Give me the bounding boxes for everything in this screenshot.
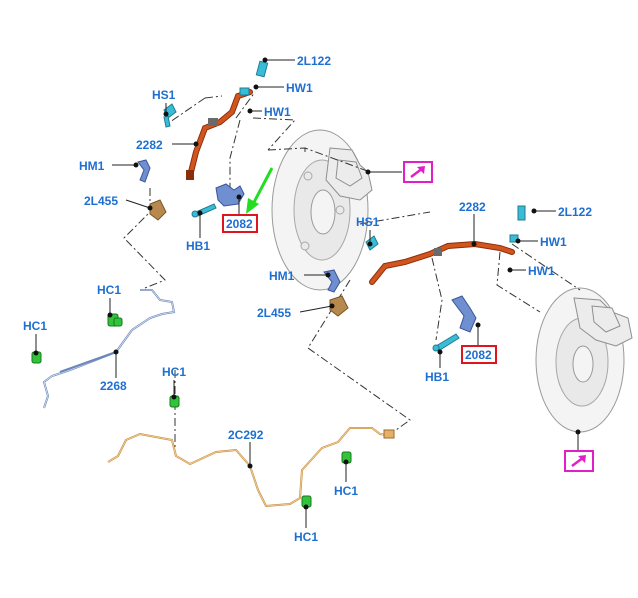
center-lines bbox=[123, 91, 581, 455]
label-2L122-front[interactable]: 2L122 bbox=[297, 54, 331, 68]
label-2082-rear[interactable]: 2082 bbox=[465, 348, 492, 362]
label-HW1-rear-lower[interactable]: HW1 bbox=[528, 264, 555, 278]
rear-link-button[interactable] bbox=[564, 450, 594, 472]
rear-brake-hose bbox=[369, 205, 526, 285]
label-2082-front[interactable]: 2082 bbox=[226, 217, 253, 231]
line-clips bbox=[31, 313, 352, 508]
label-HC1-1[interactable]: HC1 bbox=[97, 283, 121, 297]
part-2082-front-highlight[interactable] bbox=[222, 214, 258, 233]
label-2282-rear[interactable]: 2282 bbox=[459, 200, 486, 214]
label-HC1-2[interactable]: HC1 bbox=[23, 319, 47, 333]
label-2L455-front[interactable]: 2L455 bbox=[84, 194, 118, 208]
front-rotor-assembly bbox=[271, 129, 373, 291]
label-HS1-front[interactable]: HS1 bbox=[152, 88, 176, 102]
label-HW1-front-upper[interactable]: HW1 bbox=[286, 81, 313, 95]
label-HC1-3[interactable]: HC1 bbox=[162, 365, 186, 379]
callout-labels: 2L122 HW1 HW1 HS1 2282 HM1 2L455 2082 HB… bbox=[23, 54, 592, 544]
green-arrow-icon bbox=[246, 167, 274, 214]
label-2L455-rear[interactable]: 2L455 bbox=[257, 306, 291, 320]
label-HM1-front[interactable]: HM1 bbox=[79, 159, 105, 173]
label-2C292[interactable]: 2C292 bbox=[228, 428, 264, 442]
rear-hardware bbox=[323, 235, 477, 352]
leader-lines bbox=[33, 57, 581, 528]
label-2268[interactable]: 2268 bbox=[100, 379, 127, 393]
label-HB1-rear[interactable]: HB1 bbox=[425, 370, 449, 384]
rear-rotor-assembly bbox=[535, 287, 633, 433]
label-HC1-5[interactable]: HC1 bbox=[294, 530, 318, 544]
gold-line-2C292 bbox=[107, 427, 395, 508]
label-2L122-rear[interactable]: 2L122 bbox=[558, 205, 592, 219]
label-HM1-rear[interactable]: HM1 bbox=[269, 269, 295, 283]
label-HC1-4[interactable]: HC1 bbox=[334, 484, 358, 498]
front-brake-hose bbox=[186, 60, 269, 180]
front-link-button[interactable] bbox=[403, 161, 433, 183]
label-2282-front[interactable]: 2282 bbox=[136, 138, 163, 152]
label-HB1-front[interactable]: HB1 bbox=[186, 239, 210, 253]
label-HW1-front-lower[interactable]: HW1 bbox=[264, 105, 291, 119]
label-HW1-rear-upper[interactable]: HW1 bbox=[540, 235, 567, 249]
label-HS1-rear[interactable]: HS1 bbox=[356, 215, 380, 229]
steel-line-2268 bbox=[42, 289, 176, 409]
part-2082-rear-highlight[interactable] bbox=[461, 345, 497, 364]
